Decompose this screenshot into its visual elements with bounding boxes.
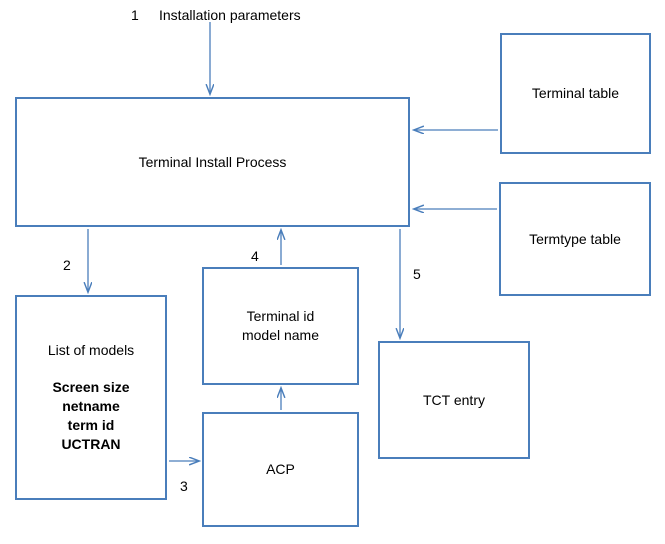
node-terminal-table-label: Terminal table (531, 85, 620, 102)
edge-number-2: 2 (63, 257, 71, 273)
node-list-of-models-label: List of models (47, 342, 135, 359)
node-tct-entry-label: TCT entry (423, 391, 485, 408)
node-acp-label: ACP (266, 461, 295, 478)
node-list-of-models[interactable]: List of models Screen size netname term … (15, 295, 167, 500)
node-tct-entry[interactable]: TCT entry (378, 341, 530, 459)
node-terminal-id-model-name[interactable]: Terminal id model name (202, 267, 359, 385)
node-termtype-table[interactable]: Termtype table (499, 182, 651, 296)
node-list-of-models-details: Screen size netname term id UCTRAN (52, 379, 130, 452)
node-terminal-install-process-label: Terminal Install Process (138, 153, 287, 170)
node-terminal-id-label: Terminal id (246, 308, 315, 325)
node-acp[interactable]: ACP (202, 412, 359, 527)
installation-parameters-label: Installation parameters (159, 7, 301, 23)
edge-number-1: 1 (131, 7, 139, 23)
node-terminal-table[interactable]: Terminal table (500, 33, 651, 154)
node-terminal-install-process[interactable]: Terminal Install Process (15, 97, 410, 227)
edge-number-5: 5 (413, 266, 421, 282)
edge-number-4: 4 (251, 248, 259, 264)
node-termtype-table-label: Termtype table (529, 230, 621, 247)
edge-number-3: 3 (180, 478, 188, 494)
node-model-name-label: model name (241, 327, 320, 343)
